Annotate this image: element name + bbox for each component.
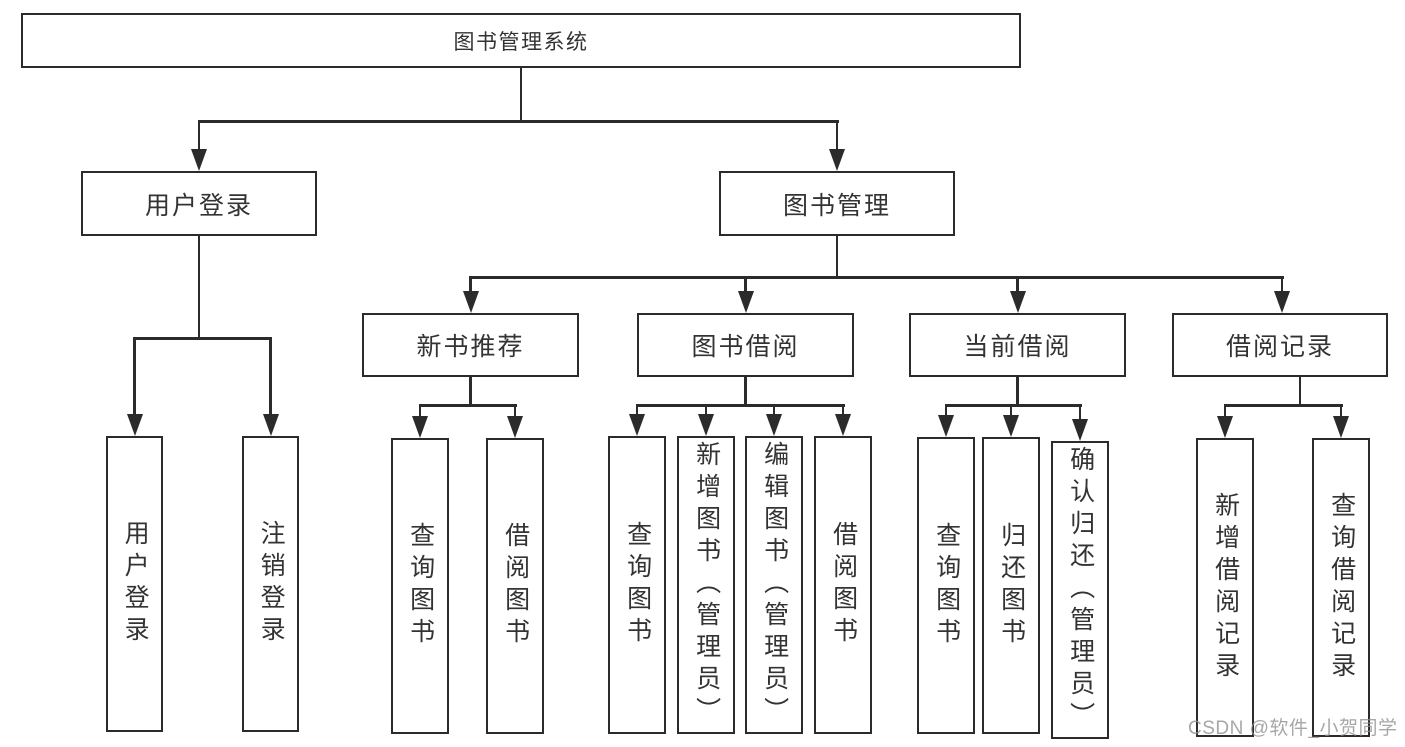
leaf-nb-borrow-books-label: 借阅图书 (501, 522, 530, 650)
connector-to-new-book-recommendation (469, 276, 472, 294)
connector-to-nb-borrow-books (513, 404, 517, 418)
leaf-bb-add-book-admin-label: 新增图书（管理员） (692, 441, 721, 729)
arrowhead-cb-return-book (1003, 415, 1019, 437)
connector-to-cb-query-books (944, 404, 948, 417)
leaf-cb-return-book: 归还图书 (982, 437, 1040, 734)
arrowhead-cb-confirm-return (1072, 419, 1088, 441)
connector-to-nb-query-books (418, 404, 422, 418)
connector-new-book-recommendation-trunk (469, 377, 472, 405)
connector-to-cb-confirm-return (1078, 404, 1082, 421)
node-book-management: 图书管理 (719, 171, 955, 236)
arrowhead-book-management (829, 149, 845, 171)
arrowhead-bb-add-book (698, 414, 714, 436)
leaf-bb-borrow-books: 借阅图书 (814, 436, 872, 734)
leaf-nb-query-books-label: 查询图书 (406, 522, 435, 650)
connector-to-bb-borrow-books (841, 404, 845, 416)
connector-book-management-trunk (835, 236, 839, 277)
arrowhead-nb-borrow-books (507, 416, 523, 438)
connector-to-cb-return-book (1009, 404, 1013, 417)
connector-book-borrowing-branch (635, 404, 845, 407)
arrowhead-borrowing-records (1274, 291, 1290, 313)
node-book-management-label: 图书管理 (782, 191, 891, 220)
arrowhead-bb-edit-book (766, 414, 782, 436)
node-library-management-system: 图书管理系统 (21, 13, 1021, 68)
connector-to-bb-add-book (704, 404, 708, 416)
connector-current-borrowing-branch (944, 404, 1082, 407)
leaf-br-add-record: 新增借阅记录 (1196, 438, 1254, 737)
leaf-bb-query-books-label: 查询图书 (623, 521, 652, 649)
connector-user-login-trunk (197, 236, 201, 338)
arrowhead-nb-query-books (412, 416, 428, 438)
connector-new-book-recommendation-branch (418, 404, 517, 407)
connector-book-borrowing-trunk (744, 377, 747, 405)
connector-to-book-borrowing (744, 276, 747, 294)
connector-to-bb-edit-book (772, 404, 776, 416)
connector-to-bb-query-books (635, 404, 639, 416)
node-current-borrowing-label: 当前借阅 (963, 333, 1072, 361)
arrowhead-book-borrowing (737, 291, 754, 313)
csdn-watermark: CSDN @软件_小贺同学 (1188, 718, 1398, 739)
leaf-br-add-record-label: 新增借阅记录 (1211, 491, 1240, 684)
connector-to-br-add-record (1223, 404, 1227, 418)
leaf-cb-query-books-label: 查询图书 (932, 521, 961, 650)
leaf-cb-confirm-return-admin-label: 确认归还（管理员） (1066, 446, 1095, 734)
leaf-nb-query-books: 查询图书 (391, 438, 449, 734)
arrowhead-br-query-record (1333, 416, 1349, 438)
node-book-borrowing-label: 图书借阅 (691, 333, 800, 361)
leaf-cb-query-books: 查询图书 (917, 437, 975, 734)
arrowhead-br-add-record (1217, 416, 1233, 438)
leaf-user-login-label: 用户登录 (121, 520, 150, 648)
arrowhead-leaf-login (126, 414, 143, 436)
leaf-logout-label: 注销登录 (257, 520, 286, 648)
connector-current-borrowing-trunk (1016, 377, 1019, 405)
connector-to-borrowing-records (1280, 276, 1284, 294)
node-new-book-recommendation: 新书推荐 (362, 313, 579, 377)
leaf-bb-edit-book-admin-label: 编辑图书（管理员） (760, 441, 789, 729)
leaf-br-query-record: 查询借阅记录 (1312, 438, 1370, 737)
node-user-login-label: 用户登录 (144, 191, 253, 220)
connector-user-login-branch (133, 337, 273, 340)
arrowhead-current-borrowing (1009, 291, 1026, 313)
arrowhead-leaf-logout (262, 414, 279, 436)
node-new-book-recommendation-label: 新书推荐 (416, 333, 525, 361)
leaf-bb-borrow-books-label: 借阅图书 (829, 521, 858, 649)
connector-borrowing-records-branch (1223, 404, 1343, 407)
arrowhead-new-book-recommendation (462, 291, 479, 313)
leaf-nb-borrow-books: 借阅图书 (486, 438, 544, 734)
arrowhead-cb-query-books (938, 415, 954, 437)
connector-root-branch (197, 120, 839, 123)
leaf-bb-add-book-admin: 新增图书（管理员） (677, 436, 735, 734)
connector-root-to-book-management (835, 120, 839, 151)
leaf-br-query-record-label: 查询借阅记录 (1327, 491, 1356, 684)
connector-book-management-branch (469, 276, 1285, 279)
leaf-user-login: 用户登录 (106, 436, 163, 732)
leaf-cb-confirm-return-admin: 确认归还（管理员） (1051, 441, 1109, 739)
leaf-bb-query-books: 查询图书 (608, 436, 666, 734)
connector-to-leaf-login (133, 337, 136, 417)
leaf-bb-edit-book-admin: 编辑图书（管理员） (745, 436, 803, 734)
leaf-cb-return-book-label: 归还图书 (997, 521, 1026, 650)
connector-to-leaf-logout (269, 337, 272, 417)
arrowhead-user-login (191, 149, 207, 171)
node-user-login: 用户登录 (81, 171, 317, 236)
connector-to-current-borrowing (1016, 276, 1019, 294)
node-current-borrowing: 当前借阅 (909, 313, 1126, 377)
connector-borrowing-records-trunk (1298, 377, 1302, 405)
connector-root-trunk (519, 68, 523, 121)
node-borrowing-records-label: 借阅记录 (1225, 333, 1334, 361)
arrowhead-bb-query-books (629, 414, 645, 436)
leaf-logout: 注销登录 (242, 436, 299, 732)
connector-to-br-query-record (1339, 404, 1343, 418)
arrowhead-bb-borrow-books (835, 414, 851, 436)
connector-root-to-user-login (197, 120, 201, 151)
node-borrowing-records: 借阅记录 (1172, 313, 1388, 377)
node-library-management-system-label: 图书管理系统 (453, 30, 589, 54)
node-book-borrowing: 图书借阅 (637, 313, 854, 377)
